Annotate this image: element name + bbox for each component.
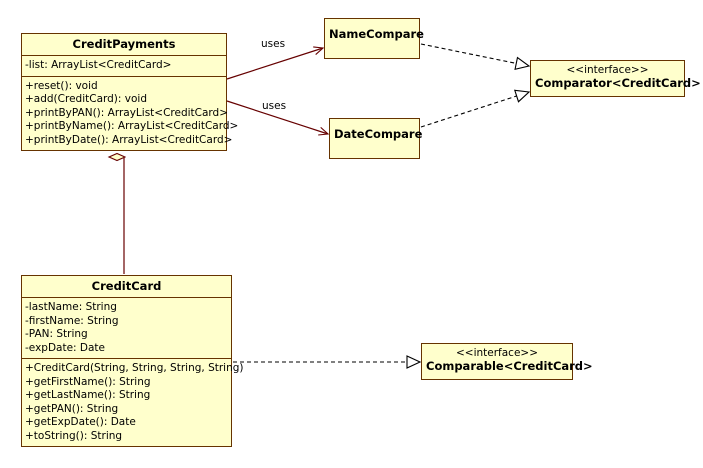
- attribute-row: -list: ArrayList<CreditCard>: [25, 59, 172, 71]
- attribute-row: -PAN: String: [25, 328, 88, 340]
- edge-label-uses-bottom: uses: [262, 100, 287, 112]
- methods-compartment-credit-payments: +reset(): void +add(CreditCard): void +p…: [22, 77, 239, 151]
- method-row: +CreditCard(String, String, String, Stri…: [25, 362, 244, 374]
- method-row: +reset(): void: [25, 79, 98, 92]
- method-row: +printByPAN(): ArrayList<CreditCard>: [25, 106, 229, 119]
- method-row: +getPAN(): String: [25, 402, 119, 415]
- method-row: +getLastName(): String: [25, 389, 151, 401]
- edge-uses-name-compare: [226, 46, 325, 80]
- edge-label-uses-top: uses: [261, 38, 286, 50]
- method-row: +getFirstName(): String: [25, 375, 151, 388]
- interface-box-comparable[interactable]: <<interface>> Comparable<CreditCard>: [421, 343, 593, 380]
- method-row: +printByName(): ArrayList<CreditCard>: [25, 120, 239, 132]
- method-row: +add(CreditCard): void: [25, 93, 147, 105]
- interface-stereotype-comparator: <<interface>>: [566, 64, 649, 76]
- attribute-row: -firstName: String: [25, 314, 119, 327]
- methods-compartment-credit-card: +CreditCard(String, String, String, Stri…: [22, 359, 244, 446]
- method-row: +toString(): String: [25, 429, 123, 442]
- class-title-date-compare: DateCompare: [334, 127, 423, 141]
- interface-title-comparable: <<interface>> Comparable<CreditCard>: [422, 344, 593, 377]
- attributes-compartment-credit-card: -lastName: String -firstName: String -PA…: [22, 298, 231, 359]
- class-title-credit-card: CreditCard: [22, 276, 231, 298]
- attribute-row: -lastName: String: [25, 301, 117, 313]
- attribute-row: -expDate: Date: [25, 341, 106, 354]
- attributes-compartment-credit-payments: -list: ArrayList<CreditCard>: [22, 56, 226, 77]
- class-box-credit-payments[interactable]: CreditPayments -list: ArrayList<CreditCa…: [21, 33, 239, 151]
- method-row: +printByDate(): ArrayList<CreditCard>: [25, 133, 233, 146]
- interface-box-comparator[interactable]: <<interface>> Comparator<CreditCard>: [530, 60, 701, 97]
- class-title-name-compare: NameCompare: [329, 27, 424, 41]
- method-row: +getExpDate(): Date: [25, 416, 136, 428]
- class-box-credit-card[interactable]: CreditCard -lastName: String -firstName:…: [21, 275, 244, 447]
- interface-name-comparable: Comparable<CreditCard>: [426, 359, 593, 373]
- interface-stereotype-comparable: <<interface>>: [455, 347, 539, 359]
- edge-date-compare-implements-comparator: [420, 89, 531, 128]
- interface-name-comparator: Comparator<CreditCard>: [535, 76, 701, 90]
- interface-title-comparator: <<interface>> Comparator<CreditCard>: [531, 61, 701, 94]
- class-box-name-compare[interactable]: NameCompare: [324, 18, 424, 59]
- edge-name-compare-implements-comparator: [420, 43, 531, 71]
- class-box-date-compare[interactable]: DateCompare: [329, 118, 423, 159]
- class-title-credit-payments: CreditPayments: [22, 34, 226, 56]
